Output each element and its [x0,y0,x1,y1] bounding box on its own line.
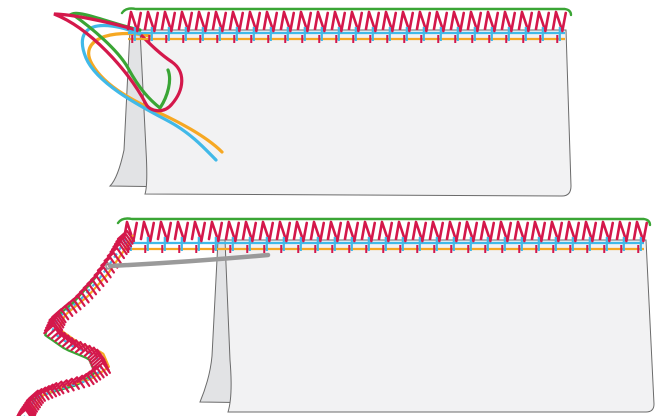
bottom-fabric-front-layer [225,240,654,412]
thread-chain-tail [17,231,134,416]
top-fabric-front-layer [140,30,571,196]
top-panel [54,9,571,197]
bottom-panel [17,219,654,416]
bottom-overlock-seam [118,219,650,254]
